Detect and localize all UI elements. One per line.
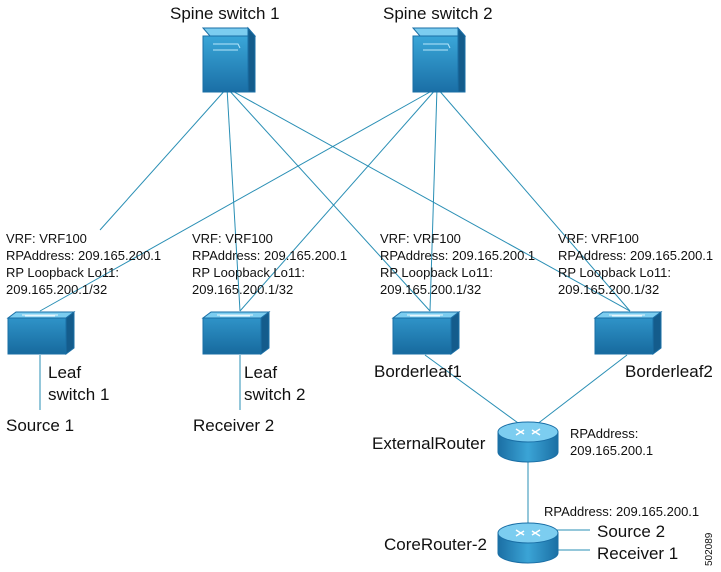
borderleaf-2-loopback: RP Loopback Lo11:	[558, 265, 671, 280]
external-router-rp-info: RPAddress: 209.165.200.1	[570, 425, 653, 459]
borderleaf-1-rp-address: RPAddress: 209.165.200.1	[380, 248, 536, 263]
link-spine2-borderleaf2	[436, 87, 631, 312]
borderleaf-1-icon	[391, 311, 461, 355]
leaf-switch-1-label: Leaf switch 1	[48, 362, 109, 406]
borderleaf-1-vrf: VRF: VRF100	[380, 231, 461, 246]
link-spine1-borderleaf1	[226, 87, 431, 312]
borderleaf-1-rp-info: VRF: VRF100 RPAddress: 209.165.200.1 RP …	[380, 230, 535, 298]
external-router-label: ExternalRouter	[372, 434, 486, 453]
leaf-1-loopback-ip: 209.165.200.1/32	[6, 282, 108, 297]
external-router-icon	[497, 421, 559, 463]
link-spine2-leaf2	[239, 87, 438, 312]
leaf-2-vrf: VRF: VRF100	[192, 231, 273, 246]
link-spine1-borderleaf2	[226, 87, 631, 312]
core-router-label: CoreRouter-2	[384, 535, 487, 554]
receiver-2-label: Receiver 2	[193, 416, 275, 435]
leaf-switch-1-label-line2: switch 1	[48, 385, 110, 404]
link-spine2-leaf1	[39, 87, 438, 312]
leaf-2-rp-info: VRF: VRF100 RPAddress: 209.165.200.1 RP …	[192, 230, 347, 298]
external-router-rp-label: RPAddress:	[570, 426, 639, 441]
leaf-1-vrf: VRF: VRF100	[6, 231, 87, 246]
source-2-label: Source 2	[597, 522, 666, 541]
borderleaf-2-icon	[593, 311, 663, 355]
borderleaf-2-label: Borderleaf2	[625, 362, 713, 381]
spine-switch-2-icon	[411, 26, 467, 93]
borderleaf-2-rp-address: RPAddress: 209.165.200.1	[558, 248, 714, 263]
leaf-2-loopback: RP Loopback Lo11:	[192, 265, 305, 280]
leaf-1-loopback: RP Loopback Lo11:	[6, 265, 119, 280]
borderleaf-1-label: Borderleaf1	[374, 362, 462, 381]
fabric-links	[39, 87, 631, 551]
link-borderleaf1-external	[424, 354, 526, 429]
leaf-2-rp-address: RPAddress: 209.165.200.1	[192, 248, 348, 263]
leaf-switch-2-label: Leaf switch 2	[244, 362, 305, 406]
source-1-label: Source 1	[6, 416, 75, 435]
core-router-icon	[497, 522, 559, 564]
link-spine1-leaf1	[99, 87, 228, 231]
receiver-1-label: Receiver 1	[597, 544, 679, 563]
link-borderleaf2-external	[531, 354, 628, 429]
borderleaf-2-rp-info: VRF: VRF100 RPAddress: 209.165.200.1 RP …	[558, 230, 713, 298]
leaf-1-rp-address: RPAddress: 209.165.200.1	[6, 248, 162, 263]
core-router-rp-address: RPAddress: 209.165.200.1	[544, 504, 700, 519]
leaf-switch-2-label-line1: Leaf	[244, 363, 278, 382]
figure-id: 502089	[704, 532, 715, 566]
spine-switch-1-icon	[201, 26, 257, 93]
external-router-rp-ip: 209.165.200.1	[570, 443, 654, 458]
leaf-switch-2-icon	[201, 311, 271, 355]
borderleaf-2-vrf: VRF: VRF100	[558, 231, 639, 246]
borderleaf-2-loopback-ip: 209.165.200.1/32	[558, 282, 660, 297]
borderleaf-1-loopback-ip: 209.165.200.1/32	[380, 282, 482, 297]
leaf-2-loopback-ip: 209.165.200.1/32	[192, 282, 294, 297]
leaf-switch-1-icon	[6, 311, 76, 355]
link-spine2-borderleaf1	[429, 87, 438, 312]
leaf-switch-1-label-line1: Leaf	[48, 363, 82, 382]
borderleaf-1-loopback: RP Loopback Lo11:	[380, 265, 493, 280]
link-spine1-leaf2	[226, 87, 241, 312]
leaf-1-rp-info: VRF: VRF100 RPAddress: 209.165.200.1 RP …	[6, 230, 161, 298]
spine-switch-2-label: Spine switch 2	[383, 4, 493, 23]
spine-switch-1-label: Spine switch 1	[170, 4, 280, 23]
leaf-switch-2-label-line2: switch 2	[244, 385, 306, 404]
